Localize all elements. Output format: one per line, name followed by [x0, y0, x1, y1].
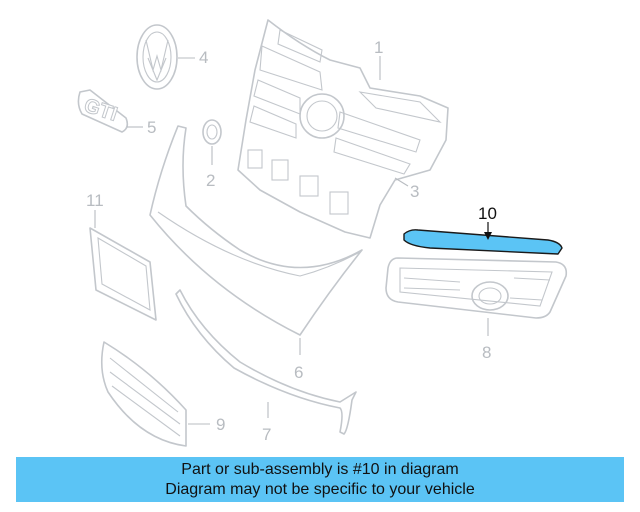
part-1-grille[interactable]: [237, 19, 449, 239]
callout-8: 8: [482, 343, 491, 362]
banner-line-2: Diagram may not be specific to your vehi…: [165, 481, 475, 498]
part-5-gti-emblem[interactable]: GTI: [77, 89, 129, 133]
callout-10: 10: [478, 204, 497, 223]
part-10-trim-strip-highlighted[interactable]: [403, 229, 563, 255]
callout-1: 1: [374, 38, 383, 57]
part-2-clip[interactable]: [202, 119, 222, 145]
callout-7: 7: [262, 425, 271, 444]
part-11-plate-bracket[interactable]: [89, 227, 157, 321]
callout-9: 9: [216, 415, 225, 434]
callout-2: 2: [206, 171, 215, 190]
parts-diagram: 4 GTI 5 2 1 3 11: [77, 19, 568, 447]
callout-4: 4: [199, 48, 208, 67]
callout-5: 5: [147, 118, 156, 137]
banner-line-1: Part or sub-assembly is #10 in diagram: [181, 461, 459, 478]
callout-11: 11: [86, 191, 104, 210]
info-banner: Part or sub-assembly is #10 in diagram D…: [16, 457, 624, 502]
part-8-fog-grille[interactable]: [385, 257, 568, 319]
callout-3: 3: [410, 182, 419, 201]
gti-emblem-text: GTI: [81, 95, 120, 126]
part-9-lower-grille[interactable]: [100, 341, 187, 447]
part-6-bumper-cover[interactable]: [149, 125, 363, 336]
part-4-badge[interactable]: [136, 24, 178, 90]
part-7-molding-strip[interactable]: [175, 289, 357, 435]
callout-6: 6: [294, 363, 303, 382]
